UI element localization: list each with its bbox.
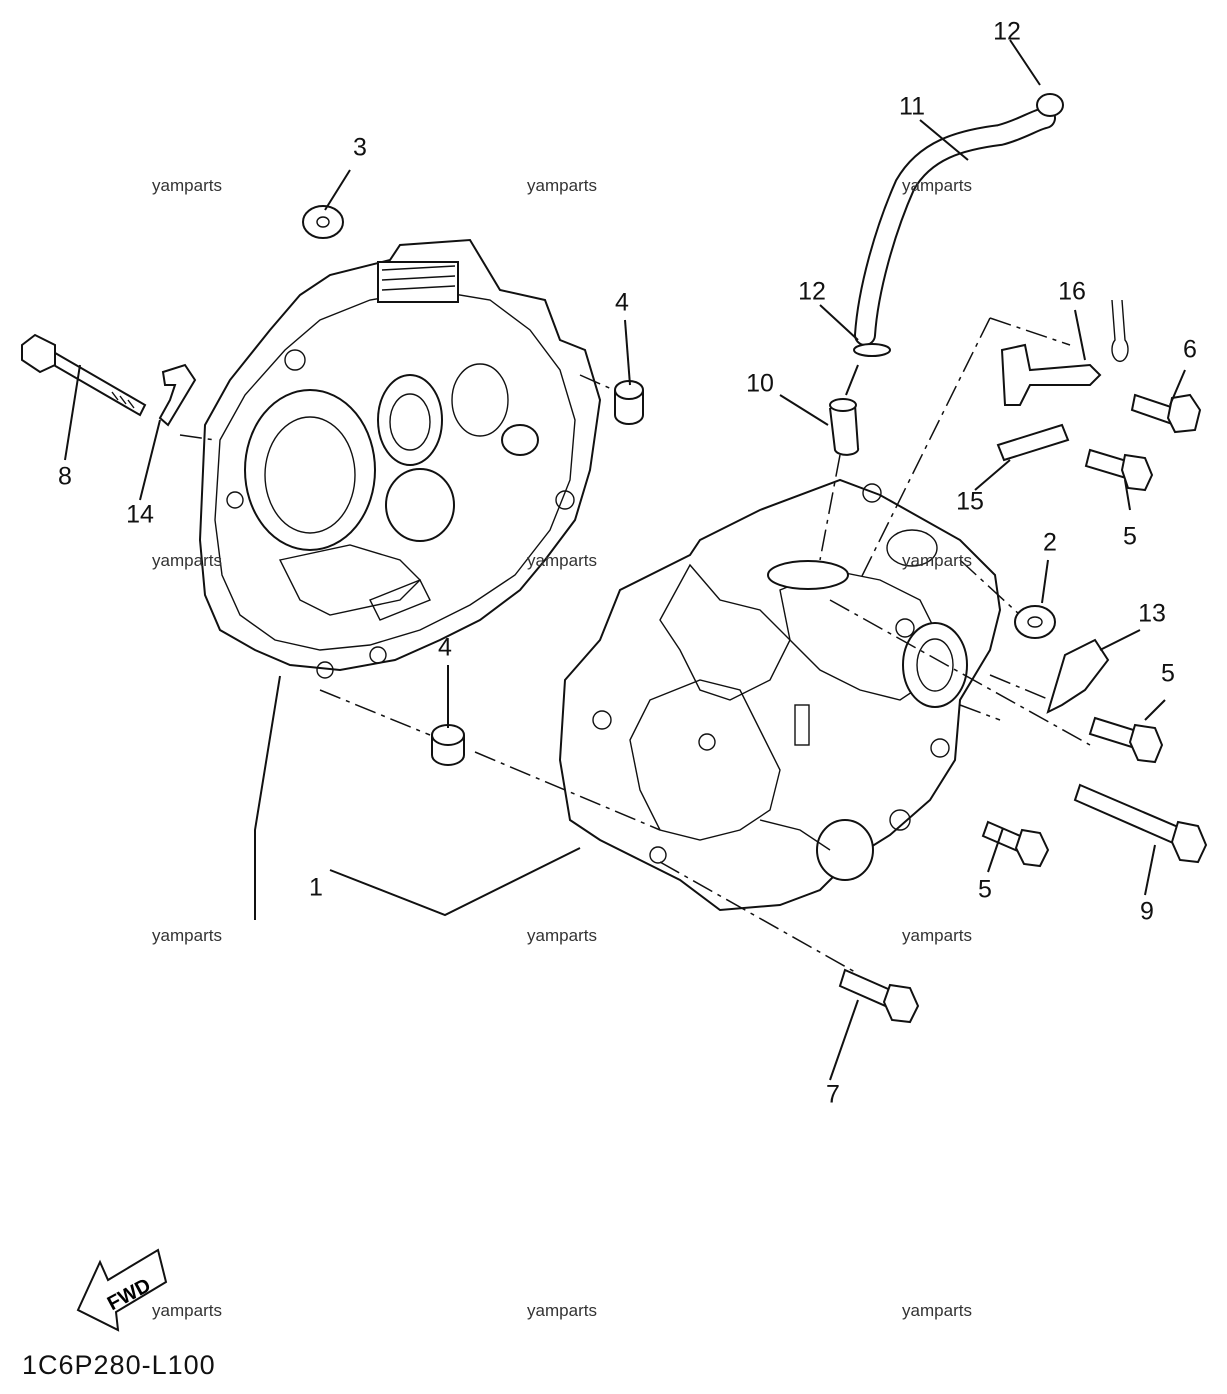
left-crankcase-half (198, 238, 602, 679)
watermark: yamparts (152, 551, 222, 570)
callout-6: 6 (1183, 335, 1197, 364)
hose-clip-upper (1036, 93, 1064, 117)
hose-clip-lower (853, 343, 891, 357)
watermark: yamparts (902, 176, 972, 195)
callout-9: 9 (1140, 897, 1154, 926)
bolt-part-6 (1130, 393, 1202, 434)
bolt-part-5-lower (981, 820, 1050, 868)
watermark: yamparts (152, 1301, 222, 1320)
callout-15: 15 (956, 487, 984, 516)
bolt-part-5-upper (1084, 448, 1154, 492)
callout-5-upper: 5 (1123, 522, 1137, 551)
watermark: yamparts (527, 176, 597, 195)
clamp-part-14 (158, 363, 197, 427)
callout-16: 16 (1058, 277, 1086, 306)
washer-part-3 (302, 205, 344, 239)
callout-3: 3 (353, 133, 367, 162)
callout-5-lower: 5 (978, 875, 992, 904)
watermark: yamparts (527, 551, 597, 570)
watermark: yamparts (902, 926, 972, 945)
washer-part-2 (1014, 605, 1056, 639)
callout-11: 11 (899, 92, 925, 121)
callout-12-lower: 12 (798, 277, 826, 306)
bolt-part-5-middle (1088, 716, 1164, 764)
watermark: yamparts (152, 176, 222, 195)
right-crankcase-half (558, 478, 1002, 912)
callout-14: 14 (126, 500, 154, 529)
breather-fitting-part-10 (829, 398, 860, 456)
watermark: yamparts (902, 551, 972, 570)
bracket-part-16 (1000, 343, 1102, 406)
watermark: yamparts (902, 1301, 972, 1320)
callout-12-upper: 12 (993, 17, 1021, 46)
plate-part-15 (996, 423, 1070, 462)
bolt-part-7 (838, 968, 920, 1024)
diagram-code: 1C6P280-L100 (22, 1350, 216, 1380)
dowel-pin-lower (431, 724, 465, 766)
bolt-part-9 (1073, 783, 1208, 864)
watermark: yamparts (152, 926, 222, 945)
watermark: yamparts (527, 1301, 597, 1320)
callout-7: 7 (826, 1080, 840, 1109)
assembly-lines (179, 317, 1091, 973)
callout-8: 8 (58, 462, 72, 491)
leader-lines (64, 39, 1186, 1081)
dowel-pin-upper (614, 380, 644, 425)
callout-2: 2 (1043, 528, 1057, 557)
bolt-part-8 (21, 333, 147, 417)
watermark: yamparts (527, 926, 597, 945)
callout-4-upper: 4 (615, 288, 629, 317)
callout-4-lower: 4 (438, 633, 452, 662)
callout-1: 1 (309, 873, 323, 902)
callout-13: 13 (1138, 599, 1166, 628)
callout-5-middle: 5 (1161, 659, 1175, 688)
callout-10: 10 (746, 369, 774, 398)
plate-part-13 (1046, 638, 1110, 714)
